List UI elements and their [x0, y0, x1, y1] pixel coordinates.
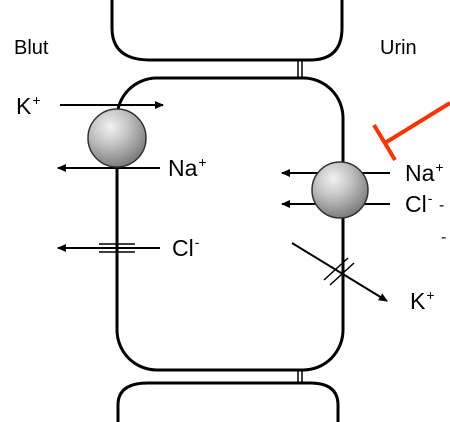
inhibitor-icon: [372, 101, 450, 162]
na-apical-symbol: Na: [405, 160, 435, 186]
chloride-channel-icon: [99, 243, 135, 253]
tight-junction-top: [297, 60, 303, 78]
k-apical-arrow: [291, 242, 388, 302]
k-in-charge: +: [32, 92, 41, 108]
cl-out-symbol: Cl: [172, 235, 194, 261]
k-in-symbol: K: [16, 93, 32, 119]
stray-dash-2: -: [441, 229, 447, 246]
epithelial-cell: [115, 76, 345, 372]
k-apical-charge: +: [426, 287, 435, 303]
na-out-charge: +: [198, 154, 207, 170]
urine-side-label: Urin: [380, 37, 417, 59]
cl-apical-symbol: Cl: [405, 191, 427, 217]
k-apical-label: K+: [410, 287, 435, 314]
apical-cotransporter-icon: [311, 161, 369, 219]
cl-apical-label: Cl-: [405, 190, 433, 217]
lower-cell-outline: [116, 381, 340, 422]
stray-dash-1: -: [439, 197, 445, 214]
na-apical-charge: +: [435, 159, 444, 175]
cl-apical-charge: -: [427, 190, 433, 206]
k-in-label: K+: [16, 92, 41, 119]
blood-side-label: Blut: [14, 37, 49, 59]
na-apical-label: Na+: [405, 159, 444, 186]
na-out-label: Na+: [168, 154, 207, 181]
upper-cell-outline: [110, 0, 344, 62]
potassium-channel-icon: [323, 257, 355, 286]
cl-out-label: Cl-: [172, 234, 200, 261]
cl-out-charge: -: [194, 234, 200, 250]
na-out-symbol: Na: [168, 155, 198, 181]
k-apical-symbol: K: [410, 288, 426, 314]
basolateral-pump-icon: [87, 108, 147, 168]
